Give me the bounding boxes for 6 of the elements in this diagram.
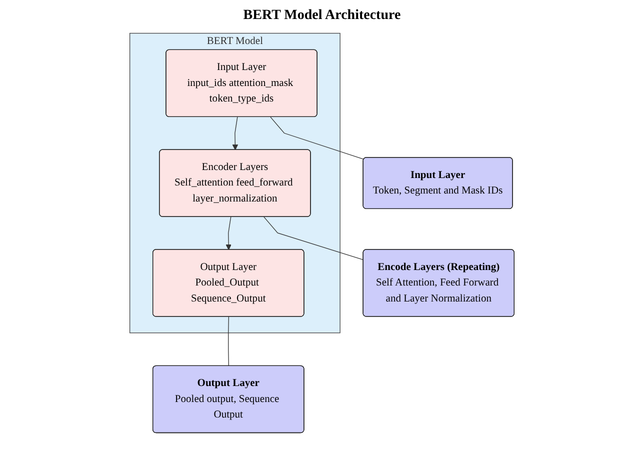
connector: [264, 216, 364, 260]
arrow: [226, 216, 232, 250]
connector: [228, 316, 230, 366]
arrow: [232, 116, 238, 150]
connector: [270, 116, 364, 160]
diagram-title: BERT Model Architecture: [242, 8, 402, 24]
